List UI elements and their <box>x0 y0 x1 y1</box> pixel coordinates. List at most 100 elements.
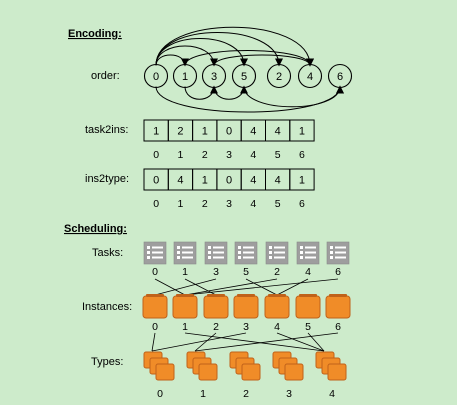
order-arrow <box>184 85 218 100</box>
task-icon-line <box>305 246 316 249</box>
task-instance-link <box>276 278 309 296</box>
ins2type-value: 1 <box>202 175 208 187</box>
task2ins-value: 1 <box>153 126 159 138</box>
order-node-label: 6 <box>337 71 343 83</box>
task-index: 3 <box>213 266 219 278</box>
order-node-label: 2 <box>276 71 282 83</box>
type-index: 4 <box>329 388 335 400</box>
order-arrow <box>213 85 248 100</box>
ins2type-label: ins2type: <box>85 173 129 185</box>
ins2type-index: 3 <box>226 198 232 210</box>
task-icon-bullet <box>147 246 150 249</box>
task-icon-bullet <box>330 246 333 249</box>
ins2type-value: 0 <box>226 175 232 187</box>
order-node <box>297 63 323 89</box>
instance-box <box>264 295 290 319</box>
type-box <box>198 363 218 381</box>
task-index: 4 <box>305 266 311 278</box>
ins2type-value: 4 <box>275 175 281 187</box>
task2ins-value: 2 <box>177 126 183 138</box>
task-index: 2 <box>274 266 280 278</box>
task-icon-bullet <box>330 251 333 254</box>
server-list-icon <box>204 241 228 265</box>
order-label: order: <box>91 70 120 82</box>
task-index: 1 <box>182 266 188 278</box>
instance-type-link <box>194 332 217 352</box>
task-icon-line <box>213 256 224 259</box>
instance-box-lid <box>237 294 255 297</box>
ins2type-index: 2 <box>202 198 208 210</box>
order-arrow <box>184 50 314 67</box>
task2ins-index: 0 <box>153 149 159 161</box>
task-icon-line <box>182 246 193 249</box>
task-icon-bullet <box>269 246 272 249</box>
task-icon-line <box>152 251 163 254</box>
task-icon-bullet <box>330 256 333 259</box>
task-icon-bullet <box>147 251 150 254</box>
task2ins-index: 5 <box>275 149 281 161</box>
task-index: 5 <box>243 266 249 278</box>
ins2type-index: 4 <box>250 198 256 210</box>
server-list-icon <box>296 241 320 265</box>
instance-index: 6 <box>335 321 341 333</box>
instance-index: 1 <box>182 321 188 333</box>
task-icon-bullet <box>300 251 303 254</box>
task-icon-line <box>152 256 163 259</box>
task-icon-bullet <box>208 256 211 259</box>
instance-box-lid <box>299 294 317 297</box>
task-icon-line <box>335 246 346 249</box>
task-instance-link <box>184 278 339 296</box>
instance-box <box>172 295 198 319</box>
server-list-icon <box>326 241 350 265</box>
task-icon-bullet <box>177 256 180 259</box>
task2ins-index: 1 <box>178 149 184 161</box>
type-box <box>241 363 261 381</box>
instance-box-lid <box>268 294 286 297</box>
task2ins-value: 1 <box>299 126 305 138</box>
ins2type-cell <box>289 168 315 191</box>
instance-index: 3 <box>243 321 249 333</box>
task2ins-label: task2ins: <box>85 124 128 136</box>
task-icon-bullet <box>177 246 180 249</box>
server-list-icon <box>143 241 167 265</box>
instance-box-lid <box>207 294 225 297</box>
task2ins-index: 6 <box>299 149 305 161</box>
type-index: 0 <box>157 388 163 400</box>
instance-box <box>295 295 321 319</box>
order-arrow <box>155 45 218 67</box>
ins2type-value: 4 <box>177 175 183 187</box>
order-arrows <box>155 26 344 113</box>
order-arrow <box>155 38 248 67</box>
task-icon-bullet <box>238 256 241 259</box>
type-box <box>327 363 347 381</box>
ins2type-index: 5 <box>275 198 281 210</box>
instance-type-link <box>276 332 325 352</box>
task-icon-line <box>274 246 285 249</box>
instance-box <box>325 295 351 319</box>
instances-label: Instances: <box>82 301 132 313</box>
ins2type-index: 0 <box>153 198 159 210</box>
order-arrow <box>155 32 283 67</box>
task-icon-line <box>152 246 163 249</box>
order-node-label: 0 <box>153 71 159 83</box>
order-node-label: 4 <box>307 71 313 83</box>
task-icon-line <box>305 256 316 259</box>
server-list-icon <box>234 241 258 265</box>
task-icon-bullet <box>238 251 241 254</box>
instance-index: 0 <box>152 321 158 333</box>
order-arrow <box>243 85 344 108</box>
stacked-instances-icon <box>186 351 218 381</box>
task-icon-bullet <box>300 246 303 249</box>
task-index: 6 <box>335 266 341 278</box>
stacked-instances-icon <box>315 351 347 381</box>
stacked-instances-icon <box>143 351 175 381</box>
order-node <box>327 63 353 89</box>
order-arrow <box>213 54 314 67</box>
task2ins-value: 0 <box>226 126 232 138</box>
stacked-instances-icon <box>272 351 304 381</box>
instance-type-link <box>307 332 325 352</box>
task-icon-line <box>305 251 316 254</box>
order-node <box>266 63 292 89</box>
